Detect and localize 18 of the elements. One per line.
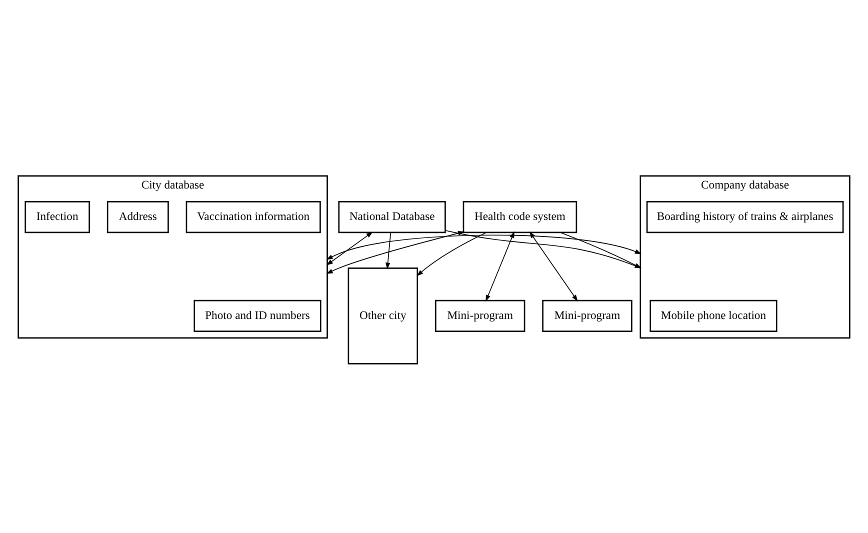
node-box: Photo and ID numbers xyxy=(194,300,322,332)
arrow xyxy=(326,234,642,260)
node-box: Health code system xyxy=(462,201,578,234)
arrow xyxy=(326,231,465,274)
node-box: Boarding history of trains & airplanes xyxy=(646,201,844,234)
node-box: Mobile phone location xyxy=(650,300,778,332)
node-box: Infection xyxy=(24,201,90,234)
node-box: Mini-program xyxy=(435,300,526,332)
arrow xyxy=(529,231,578,302)
arrow xyxy=(416,232,487,276)
node-box: Vaccination information xyxy=(186,201,321,234)
node-box: National Database xyxy=(338,201,446,234)
node-box: Mini-program xyxy=(542,300,632,332)
arrow xyxy=(486,231,514,302)
arrow xyxy=(326,232,373,266)
node-box: Address xyxy=(106,201,169,234)
arrow xyxy=(386,232,392,270)
node-box: Other city xyxy=(348,268,418,364)
